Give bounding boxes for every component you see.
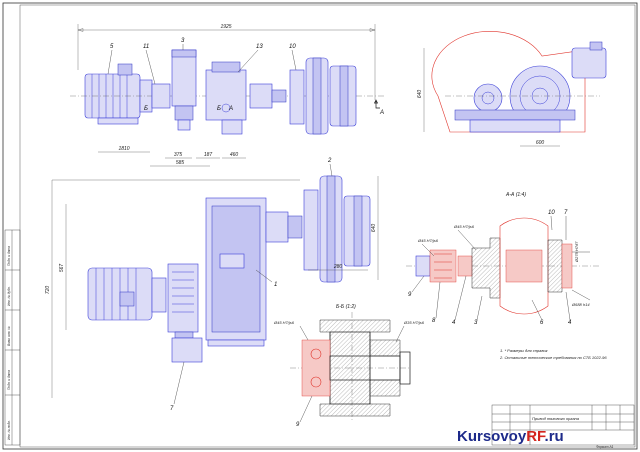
section-bb-bearing <box>301 339 331 397</box>
section-aa: А-А (1:4) Ø45 H7/js6 Ø45 H7/js6 Ø275 H7/… <box>406 192 600 326</box>
front-right-dim-2: 280 <box>333 264 343 270</box>
top-overall-dim: 1925 <box>220 24 231 30</box>
side-strip: Подп. и дата Инв. № дубл. Взам. инв. № П… <box>4 229 21 446</box>
section-aa-fit-2: Ø45 H7/js6 <box>453 224 475 229</box>
section-bb-label-9: 9 <box>296 422 300 428</box>
svg-text:KursovoyRF.ru: KursovoyRF.ru <box>457 428 564 445</box>
front-brake <box>167 263 199 333</box>
front-label-1: 1 <box>274 282 277 288</box>
section-aa-label-7: 7 <box>564 210 568 216</box>
top-label-5: 5 <box>110 44 114 50</box>
motor-foot <box>97 117 139 125</box>
side-strip-field-1: Подп. и дата <box>7 246 11 266</box>
side-strip-field-2: Инв. № дубл. <box>7 286 11 306</box>
top-label-11: 11 <box>143 44 149 50</box>
section-aa-label-6: 6 <box>540 320 544 326</box>
front-right-dim-1: 640 <box>371 224 377 233</box>
top-label-10: 10 <box>289 44 296 50</box>
side-height-dim: 640 <box>417 90 423 99</box>
section-aa-label-10: 10 <box>548 210 555 216</box>
section-aa-label-4b: 4 <box>568 320 572 326</box>
coupling-1 <box>151 83 171 109</box>
coupling-2 <box>249 83 273 109</box>
watermark-part-3: .ru <box>545 428 564 445</box>
side-strip-field-4: Подп. и дата <box>7 370 11 390</box>
note-2: 2. Остальные технические требования по С… <box>499 355 607 360</box>
side-width-dim: 600 <box>536 140 545 146</box>
section-mark-b-right: Б <box>217 106 221 112</box>
section-aa-label-9: 9 <box>408 292 412 298</box>
top-dim-5: 585 <box>176 160 185 166</box>
section-aa-hub <box>505 249 543 283</box>
side-view: 640 600 <box>417 30 607 147</box>
motor-terminal-box <box>117 63 133 76</box>
front-label-7: 7 <box>170 406 174 412</box>
gearbox-top <box>205 69 247 121</box>
watermark: KursovoyRF.ru <box>457 428 564 445</box>
section-aa-title: А-А (1:4) <box>505 192 526 198</box>
brake-column <box>171 49 197 107</box>
section-aa-fit-1: Ø45 H7/js6 <box>417 238 439 243</box>
title-block: Привод тягового органа Формат А1 <box>491 404 635 449</box>
watermark-part-2: RF <box>526 428 546 445</box>
top-dim-3: 187 <box>204 152 213 158</box>
top-label-13: 13 <box>256 44 263 50</box>
top-view: 1925 1810 <box>70 24 385 167</box>
front-coupling <box>265 211 289 243</box>
section-mark-b-left: Б <box>144 106 148 112</box>
note-1: 1. * Размеры для справок <box>500 348 549 353</box>
section-bb: Б-Б (1:2) Ø45 H7/js6 Ø35 H7/js6 9 <box>273 304 425 428</box>
section-aa-label-8: 8 <box>432 318 436 324</box>
side-gear-small <box>473 83 503 113</box>
front-wheel <box>303 189 319 271</box>
section-mark-a-right: А <box>379 110 384 116</box>
technical-notes: 1. * Размеры для справок 2. Остальные те… <box>499 348 607 360</box>
section-aa-dim-1: Ø275 H7/f7 <box>574 241 579 263</box>
title-block-format: Формат А1 <box>596 445 614 449</box>
section-bb-fit-2: Ø35 H7/js6 <box>403 320 425 325</box>
front-height-dim-2: 567 <box>59 264 65 273</box>
top-dim-2: 375 <box>174 152 183 158</box>
drive-wheel <box>289 69 305 125</box>
drawing-border <box>19 4 636 448</box>
front-view: 720 567 640 280 <box>45 158 379 412</box>
section-bb-fit-1: Ø45 H7/js6 <box>273 320 295 325</box>
section-aa-dim-2: Ø688 h14 <box>571 302 590 307</box>
top-label-3: 3 <box>181 38 185 44</box>
title-block-name: Привод тягового органа <box>532 416 580 421</box>
front-label-2: 2 <box>327 158 332 164</box>
side-strip-field-5: Инв. № подл. <box>7 420 11 440</box>
top-dim-4: 460 <box>230 152 239 158</box>
side-strip-field-3: Взам. инв. № <box>7 326 11 346</box>
section-aa-coupling <box>429 249 457 283</box>
section-bb-title: Б-Б (1:2) <box>336 304 356 310</box>
top-dim-1: 1810 <box>118 146 129 152</box>
front-height-dim-1: 720 <box>45 286 51 295</box>
side-motor <box>571 47 607 79</box>
section-aa-label-4a: 4 <box>452 320 456 326</box>
section-mark-a-left: А <box>228 106 233 112</box>
section-aa-label-3: 3 <box>474 320 478 326</box>
watermark-part-1: Kursovoy <box>457 428 527 445</box>
